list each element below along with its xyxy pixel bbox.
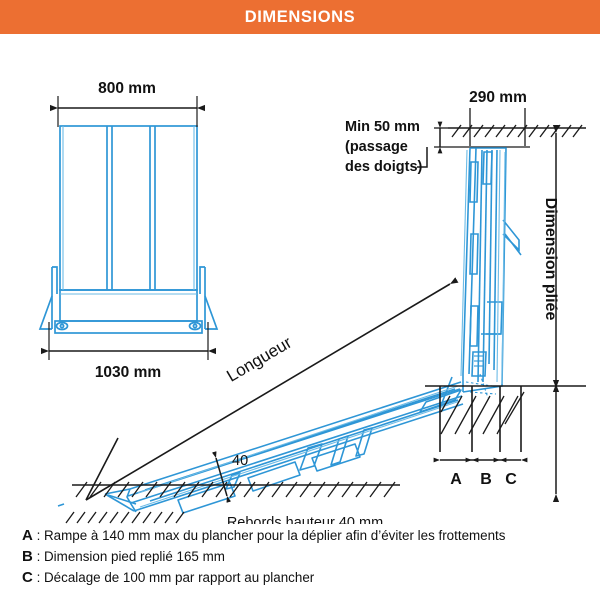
folded-ramp-drawing: [460, 147, 522, 399]
clearance-dimension: [417, 121, 530, 168]
foot-marker-b: B: [480, 471, 492, 488]
length-label: Longueur: [223, 333, 295, 386]
legend-item-a: A : Rampe à 140 mm max du plancher pour …: [22, 527, 505, 544]
legend-text-b: Dimension pied replié 165 mm: [44, 549, 225, 564]
vehicle-floor-upper: [448, 124, 586, 138]
legend-sep-c: :: [32, 570, 45, 585]
folded-dimension-label: Dimension pliée: [542, 198, 559, 321]
clearance-label: Min 50 mm (passage des doigts): [345, 119, 423, 175]
technical-drawing: 800 mm 1030 mm: [0, 34, 600, 524]
legend-key-c: C: [22, 569, 33, 586]
side-view-top-dimension: [469, 108, 526, 146]
edge-height-callout: 40: [232, 453, 248, 469]
edge-height-dimension: [211, 451, 232, 503]
front-view-top-dimension: [50, 96, 205, 127]
legend-notes: A : Rampe à 140 mm max du plancher pour …: [0, 524, 600, 600]
front-view-bottom-dimension: [41, 322, 216, 360]
front-view-top-dimension-label: 800 mm: [98, 80, 156, 97]
legend-key-b: B: [22, 548, 33, 565]
foot-marker-c: C: [505, 471, 517, 488]
legend-key-a: A: [22, 527, 33, 544]
legend-sep-b: :: [32, 549, 45, 564]
side-view-top-dimension-label: 290 mm: [469, 89, 527, 106]
clearance-label-line3: des doigts): [345, 159, 423, 175]
ground-line: [72, 481, 400, 498]
page-title: DIMENSIONS: [244, 7, 356, 26]
edge-height-label: Rebords hauteur 40 mm: [227, 515, 383, 524]
legend-text-a: Rampe à 140 mm max du plancher pour la d…: [44, 528, 506, 543]
clearance-label-line1: Min 50 mm: [345, 119, 420, 135]
deployed-ramp-drawing: [57, 376, 464, 514]
legend-item-b: B : Dimension pied replié 165 mm: [22, 548, 225, 565]
header-bar: DIMENSIONS: [0, 0, 600, 34]
front-view-drawing: [38, 125, 219, 334]
legend-item-c: C : Décalage de 100 mm par rapport au pl…: [22, 569, 314, 586]
vehicle-floor-lower: [425, 385, 586, 452]
foot-marker-a: A: [450, 471, 462, 488]
front-view-bottom-dimension-label: 1030 mm: [95, 364, 161, 381]
length-leader-line: [85, 277, 459, 501]
legend-top-hatch: [65, 511, 185, 524]
legend-text-c: Décalage de 100 mm par rapport au planch…: [44, 570, 315, 585]
legend-sep-a: :: [32, 528, 45, 543]
clearance-label-line2: (passage: [345, 139, 408, 155]
